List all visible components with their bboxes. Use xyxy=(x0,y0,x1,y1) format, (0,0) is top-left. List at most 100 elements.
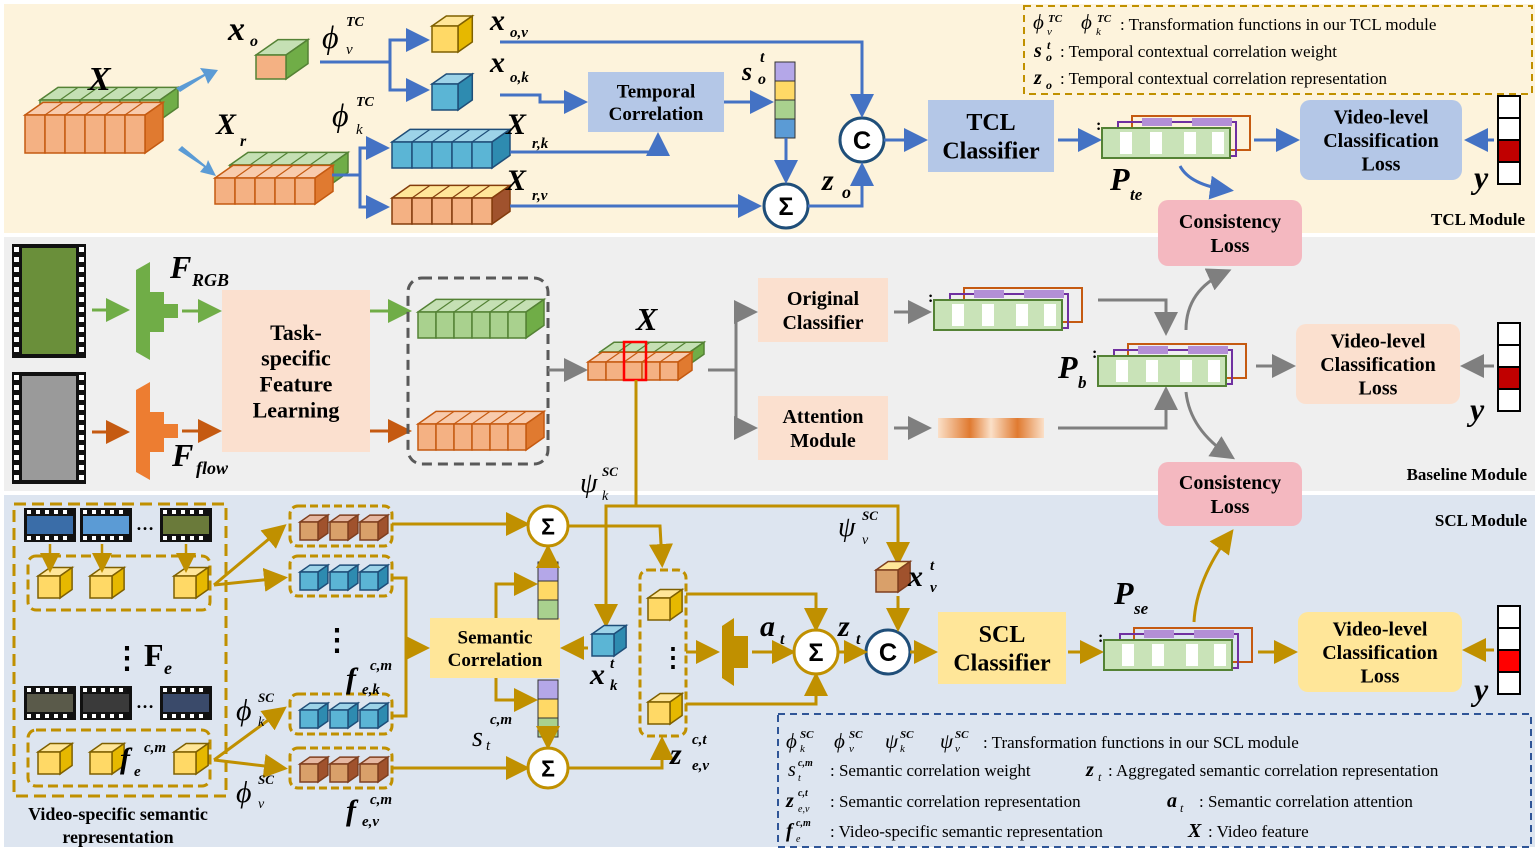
x-base-back-top-line xyxy=(671,341,687,353)
scl-sum-bottom-label: Σ xyxy=(541,755,555,781)
fe-bottom-cubes-group xyxy=(26,728,212,788)
fe-film-2-hole xyxy=(83,510,87,514)
fe-film-5-hole xyxy=(101,714,105,718)
fe-film-5-hole xyxy=(92,714,96,718)
rgb-feature-tensor-top-line xyxy=(507,298,527,313)
original-scores-gap xyxy=(1044,304,1056,326)
consistency-loss-bottom-box xyxy=(1158,462,1302,526)
legend-tc-sup-2: TC xyxy=(1097,13,1112,25)
fe-film-2-hole xyxy=(119,510,123,514)
x-base-front-top xyxy=(585,351,695,363)
flow-filmstrip-hole xyxy=(79,405,84,410)
tcl-classifier-box xyxy=(928,100,1054,172)
temporal-correlation-box xyxy=(588,72,724,132)
scl-brown-bottom-group-cube-0-cell xyxy=(299,763,319,783)
xr-tensor-front-top xyxy=(212,164,336,179)
zt-label: z xyxy=(837,610,850,643)
x-tensor-front-top-line xyxy=(64,101,84,116)
scl-legend-line-4: : Semantic correlation representation xyxy=(830,792,1081,811)
psi-k-sc-sub: k xyxy=(602,489,609,504)
xr-label: X xyxy=(215,108,237,141)
fe-film-2-hole xyxy=(110,510,114,514)
rgb-feature-tensor-top-line xyxy=(453,298,473,313)
rgb-filmstrip-hole xyxy=(14,297,19,302)
arrow-zev-bottom-to-sum xyxy=(686,672,828,706)
x-tensor-back-top-line xyxy=(119,86,139,101)
arrow-xr-to-xrk xyxy=(332,136,390,177)
fe-film-3-hole xyxy=(199,536,203,540)
video-loss-base-box-text-2: Loss xyxy=(1359,378,1398,400)
rgb-filmstrip-hole xyxy=(14,347,19,352)
phi-k-sc: ϕ xyxy=(236,694,252,727)
xr-tensor-front-top-line xyxy=(294,164,314,179)
xvt-sub: v xyxy=(930,580,937,596)
scl-attn-backbone xyxy=(722,618,734,686)
pse-scores-dots: : xyxy=(1098,629,1103,646)
xr-tensor-front-cell xyxy=(214,177,236,205)
legend-tcl-line-1: : Transformation functions in our TCL mo… xyxy=(1120,15,1436,34)
fe-film-6-hole xyxy=(199,688,203,692)
fe-film-3-hole xyxy=(181,510,185,514)
xrv-tensor-cell xyxy=(391,197,413,225)
video-loss-base-box-text-1: Classification xyxy=(1320,354,1436,376)
stcm-vector-top-cell xyxy=(537,561,559,582)
x-tensor-front-cell xyxy=(84,114,106,154)
scl-legend-sc-1: SC xyxy=(800,729,814,741)
scl-teal-top-group-cube-1 xyxy=(327,563,361,592)
fe-bottom-cube-0-cell xyxy=(37,751,61,775)
scl-legend-line-7: : Video feature xyxy=(1208,822,1309,841)
so-weight-vector-cell xyxy=(774,99,796,120)
xr-tensor-front-cell xyxy=(234,177,256,205)
y-vector-tcl-cell xyxy=(1497,95,1521,119)
xrk-tensor-cell xyxy=(411,141,433,169)
psi-v-sc: ψ xyxy=(838,512,856,543)
attention-module-box-text-1: Module xyxy=(790,430,856,452)
rgb-feature-tensor-cell xyxy=(417,311,437,339)
scl-legend-f-cm: c,m xyxy=(796,818,811,829)
rgb-feature-tensor-cell xyxy=(489,311,509,339)
scl-legend-z: z xyxy=(785,790,794,812)
scl-brown-bottom-group-cube-2-cell xyxy=(359,763,379,783)
x-tensor-back-top-line xyxy=(79,86,99,101)
legend-tcl-line-2: : Temporal contextual correlation weight xyxy=(1060,42,1337,61)
scl-module-label: SCL Module xyxy=(1435,511,1528,530)
so-weight-vector-cell xyxy=(774,61,796,82)
rgb-filmstrip-hole xyxy=(14,327,19,332)
pse-scores-gap xyxy=(1186,644,1198,666)
arrow-xr-to-xrv xyxy=(358,175,390,219)
scl-legend-a-t: t xyxy=(1180,801,1184,815)
fe-film-1-hole xyxy=(54,536,58,540)
stcm-label: s xyxy=(472,722,483,753)
phi-k-sc-sub: k xyxy=(258,715,265,730)
rgb-feature-tensor-cell xyxy=(435,311,455,339)
fekcm-label: f xyxy=(346,662,359,695)
phi-v-tc-sub: v xyxy=(346,42,353,58)
rgb-feature-tensor-top-line xyxy=(471,298,491,313)
fe-film-4-hole xyxy=(54,714,58,718)
arrow-xov-to-concat xyxy=(500,40,874,118)
pse-sub: se xyxy=(1133,599,1149,618)
video-loss-tcl-box-text-2: Loss xyxy=(1362,154,1401,176)
rgb-backbone-tip xyxy=(164,304,178,318)
fe-film-4-hole xyxy=(36,688,40,692)
flow-filmstrip-hole xyxy=(14,385,19,390)
flow-feature-tensor-cell xyxy=(453,423,473,451)
flow-feature-tensor-cell xyxy=(471,423,491,451)
xr-tensor-front-cell xyxy=(254,177,276,205)
rgb-filmstrip-hole xyxy=(14,247,19,252)
fe-film-5-hole xyxy=(119,688,123,692)
x-tensor-front-top-line xyxy=(124,101,144,116)
fe-film-4-hole xyxy=(36,714,40,718)
arrow-attn-to-pb xyxy=(1058,386,1178,430)
xvt-sup: t xyxy=(930,558,935,574)
fe-bottom-cube-1-cell xyxy=(89,751,113,775)
scl-teal-top-group xyxy=(288,554,394,598)
arrow-xrk-to-temporal xyxy=(510,132,670,156)
arrow-pb-to-consistency-bottom xyxy=(1184,391,1236,460)
xr-sub: r xyxy=(240,133,247,150)
xrk-tensor-cell xyxy=(391,141,413,169)
flow-backbone xyxy=(136,382,150,480)
video-loss-scl-box xyxy=(1298,612,1462,692)
scl-legend-line-1: : Transformation functions in our SCL mo… xyxy=(983,733,1299,752)
phi-k-sc-sup: SC xyxy=(258,690,274,705)
